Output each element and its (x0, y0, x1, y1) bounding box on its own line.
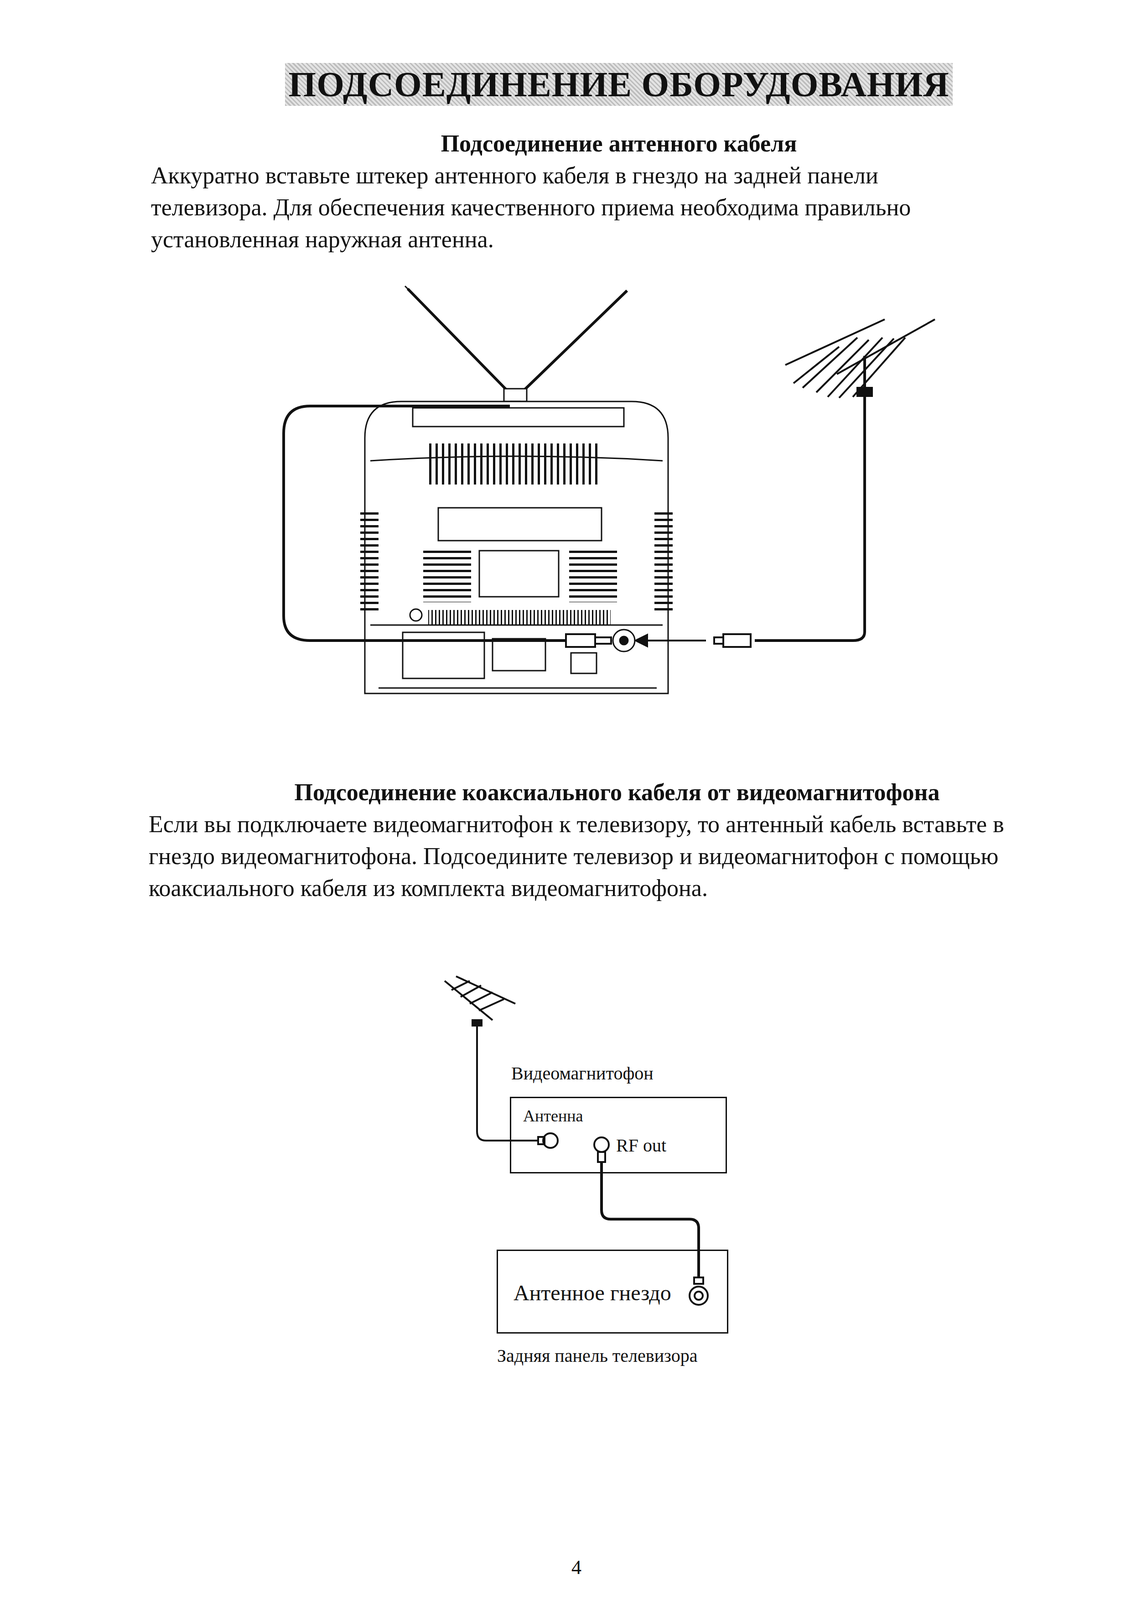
page-number: 4 (571, 1555, 582, 1579)
tv-panel-box: Антенное гнездоЗадняя панель телевизора (496, 1249, 729, 1334)
vcr-box: ВидеомагнитофонАнтеннаRF out (509, 1096, 727, 1173)
node-label: Видеомагнитофон (511, 1062, 654, 1084)
antenna-cable (283, 387, 865, 647)
section-heading: Подсоединение антенного кабеля (440, 129, 798, 157)
outdoor-antenna (785, 319, 935, 398)
node-label: Антенное гнездо (513, 1279, 672, 1305)
node-text: Задняя панель телевизора (497, 1344, 698, 1366)
vcr-antenna (444, 975, 708, 1305)
paragraph: Если вы подключаете видеомагнитофон к те… (148, 808, 1016, 904)
page-title: ПОДСОЕДИНЕНИЕ ОБОРУДОВАНИЯ (288, 63, 950, 105)
paragraph: Аккуратно вставьте штекер антенного кабе… (150, 159, 991, 256)
node-text: RF out (616, 1134, 667, 1156)
tv-back (360, 285, 673, 694)
node-text: Антенна (523, 1105, 583, 1126)
coax-cable (601, 1172, 699, 1250)
section-heading: Подсоединение коаксиального кабеля от ви… (294, 778, 940, 806)
